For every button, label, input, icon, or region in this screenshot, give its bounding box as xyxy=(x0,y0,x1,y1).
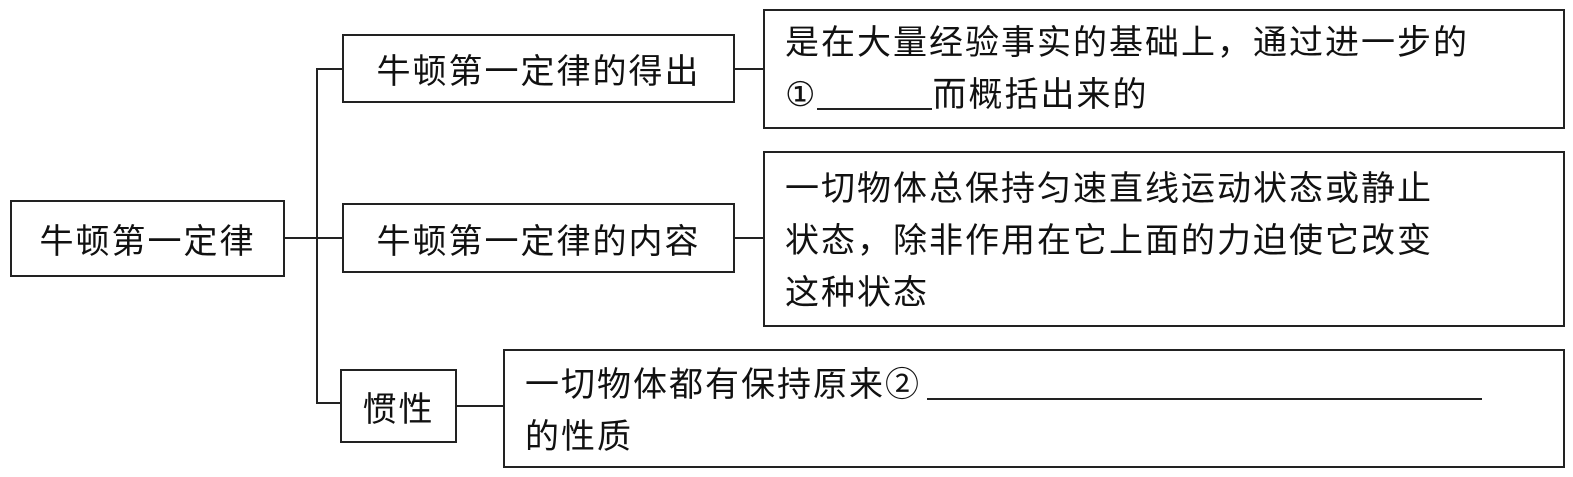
detail-line: 一切物体总保持匀速直线运动状态或静止 xyxy=(785,169,1433,209)
connector-trunk-branch-3 xyxy=(316,402,341,404)
fill-in-blank-2 xyxy=(927,364,1482,400)
detail-line: 一切物体都有保持原来② xyxy=(525,359,1563,411)
root-node: 牛顿第一定律 xyxy=(10,200,285,277)
detail-box-derivation: 是在大量经验事实的基础上，通过进一步的 ① 而概括出来的 xyxy=(763,9,1565,129)
detail-line: 的性质 xyxy=(525,417,633,457)
connector-trunk xyxy=(316,68,318,403)
blank-number-1: ① xyxy=(785,75,818,115)
branch-node-derivation: 牛顿第一定律的得出 xyxy=(342,34,735,103)
detail-box-inertia: 一切物体都有保持原来② 的性质 xyxy=(503,349,1565,468)
detail-line: 状态，除非作用在它上面的力迫使它改变 xyxy=(785,221,1433,261)
connector-branch-2-detail xyxy=(733,237,764,239)
root-label: 牛顿第一定律 xyxy=(39,222,256,262)
branch-label-inertia: 惯性 xyxy=(362,389,435,430)
detail-line: 这种状态 xyxy=(785,273,929,313)
branch-node-inertia: 惯性 xyxy=(340,369,457,443)
detail-line: 是在大量经验事实的基础上，通过进一步的 xyxy=(785,23,1469,63)
fill-in-blank-1 xyxy=(817,74,933,110)
blank-prefix-2: 一切物体都有保持原来② xyxy=(525,365,921,405)
detail-line: ① 而概括出来的 xyxy=(785,69,1563,121)
blank-suffix-1: 而概括出来的 xyxy=(932,75,1149,115)
branch-label-content: 牛顿第一定律的内容 xyxy=(376,221,701,262)
connector-trunk-branch-1 xyxy=(316,68,343,70)
connector-root-trunk xyxy=(283,237,317,239)
connector-branch-3-detail xyxy=(455,405,505,407)
detail-box-content: 一切物体总保持匀速直线运动状态或静止 状态，除非作用在它上面的力迫使它改变 这种… xyxy=(763,151,1565,327)
branch-label-derivation: 牛顿第一定律的得出 xyxy=(376,52,701,92)
connector-branch-1-detail xyxy=(733,68,764,70)
branch-node-content: 牛顿第一定律的内容 xyxy=(342,203,735,273)
connector-trunk-branch-2 xyxy=(316,237,343,239)
